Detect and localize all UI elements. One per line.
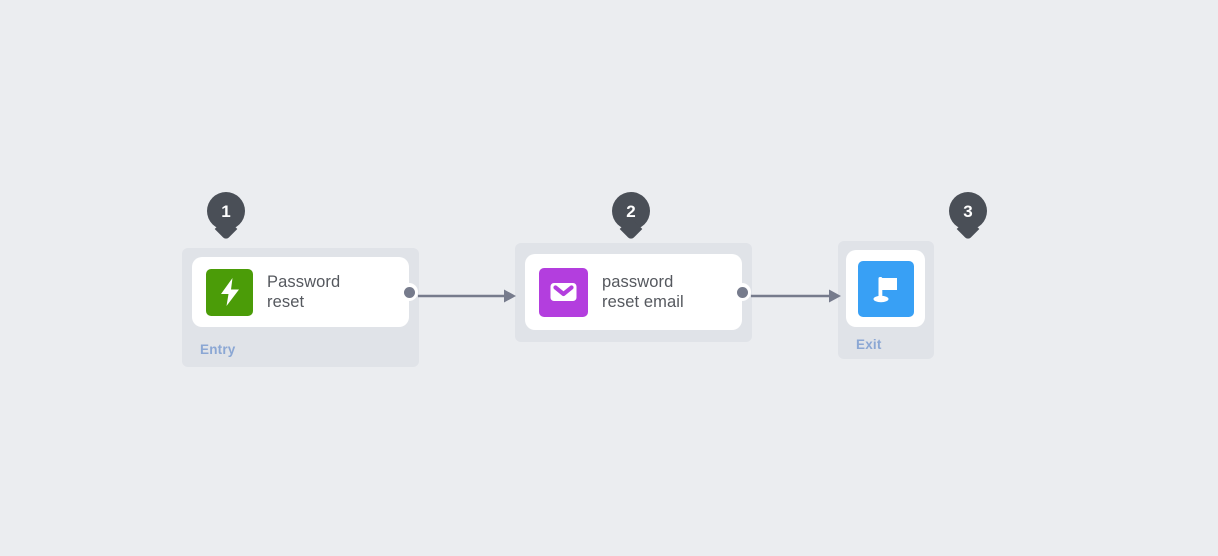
step-node-2-output-port[interactable] <box>733 283 751 301</box>
step-node-1[interactable]: Password reset Entry <box>182 248 419 367</box>
step-marker-1: 1 <box>207 192 245 230</box>
step-node-3[interactable]: Exit <box>838 241 934 359</box>
step-node-1-sub-label: Entry <box>200 342 236 357</box>
step-node-1-title: Password reset <box>267 273 341 311</box>
step-node-2-title: password reset email <box>602 273 684 311</box>
connector-2-to-3 <box>751 286 841 306</box>
lightning-bolt-icon <box>206 268 253 316</box>
step-marker-number: 1 <box>221 201 231 221</box>
step-marker-number: 2 <box>626 201 636 221</box>
step-node-1-card[interactable]: Password reset <box>192 257 409 327</box>
connector-1-to-2 <box>418 286 516 306</box>
step-node-1-output-port[interactable] <box>400 283 418 301</box>
step-marker-2: 2 <box>612 192 650 230</box>
step-node-2[interactable]: password reset email <box>515 243 752 342</box>
step-node-3-sub-label: Exit <box>856 337 882 352</box>
flag-icon <box>857 260 914 317</box>
step-node-3-card[interactable] <box>846 250 925 327</box>
step-marker-number: 3 <box>963 201 973 221</box>
envelope-icon <box>539 267 588 317</box>
step-node-2-card[interactable]: password reset email <box>525 254 742 330</box>
step-marker-3: 3 <box>949 192 987 230</box>
